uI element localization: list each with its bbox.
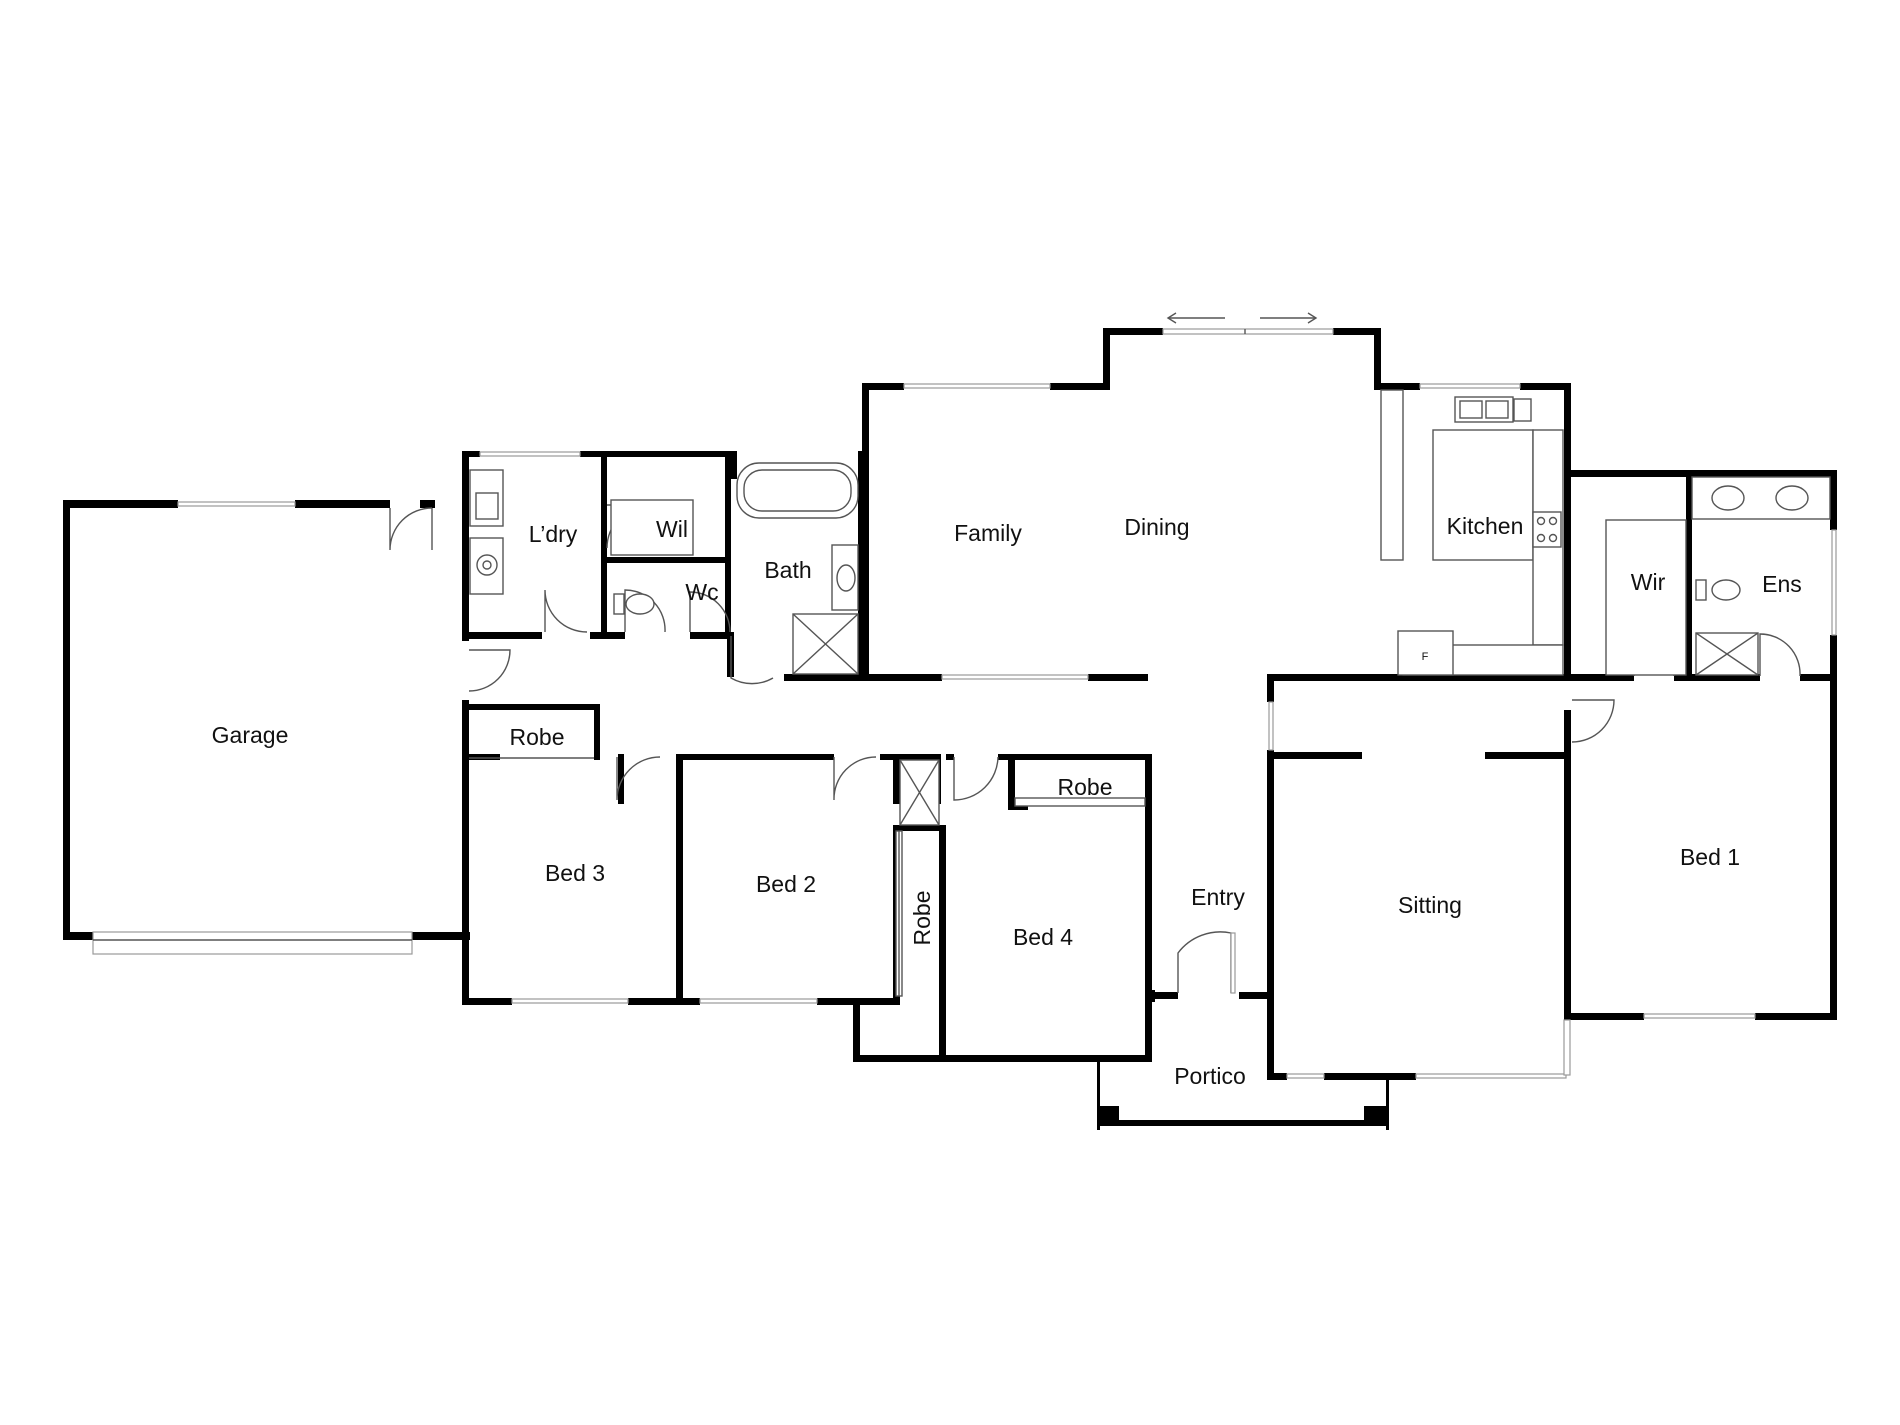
room-label-laundry: L’dry [529,521,578,547]
room-labels: Garage L’dry Wil Wc Bath Family Dining K… [212,513,1802,1089]
windows [92,328,1837,1079]
room-label-ensuite: Ens [1762,571,1802,597]
room-label-robe-bed4: Robe [1058,774,1113,800]
fixtures: F [469,389,1831,997]
room-label-wil: Wil [656,516,688,542]
room-label-bath: Bath [764,557,811,583]
room-label-wc: Wc [685,579,718,605]
sliding-door-arrows [1166,312,1318,324]
room-label-wir: Wir [1631,569,1666,595]
room-label-bed2: Bed 2 [756,871,816,897]
room-label-portico: Portico [1174,1063,1246,1089]
room-label-sitting: Sitting [1398,892,1462,918]
room-label-robe-bed3: Robe [510,724,565,750]
room-label-dining: Dining [1124,514,1189,540]
room-label-family: Family [954,520,1022,546]
room-label-kitchen: Kitchen [1447,513,1524,539]
room-label-garage: Garage [212,722,289,748]
room-label-bed4: Bed 4 [1013,924,1073,950]
room-label-entry: Entry [1191,884,1245,910]
fridge-label: F [1422,651,1429,663]
room-label-bed3: Bed 3 [545,860,605,886]
room-label-robe-bed2: Robe [909,891,935,946]
walls [63,328,1837,1130]
room-label-bed1: Bed 1 [1680,844,1740,870]
